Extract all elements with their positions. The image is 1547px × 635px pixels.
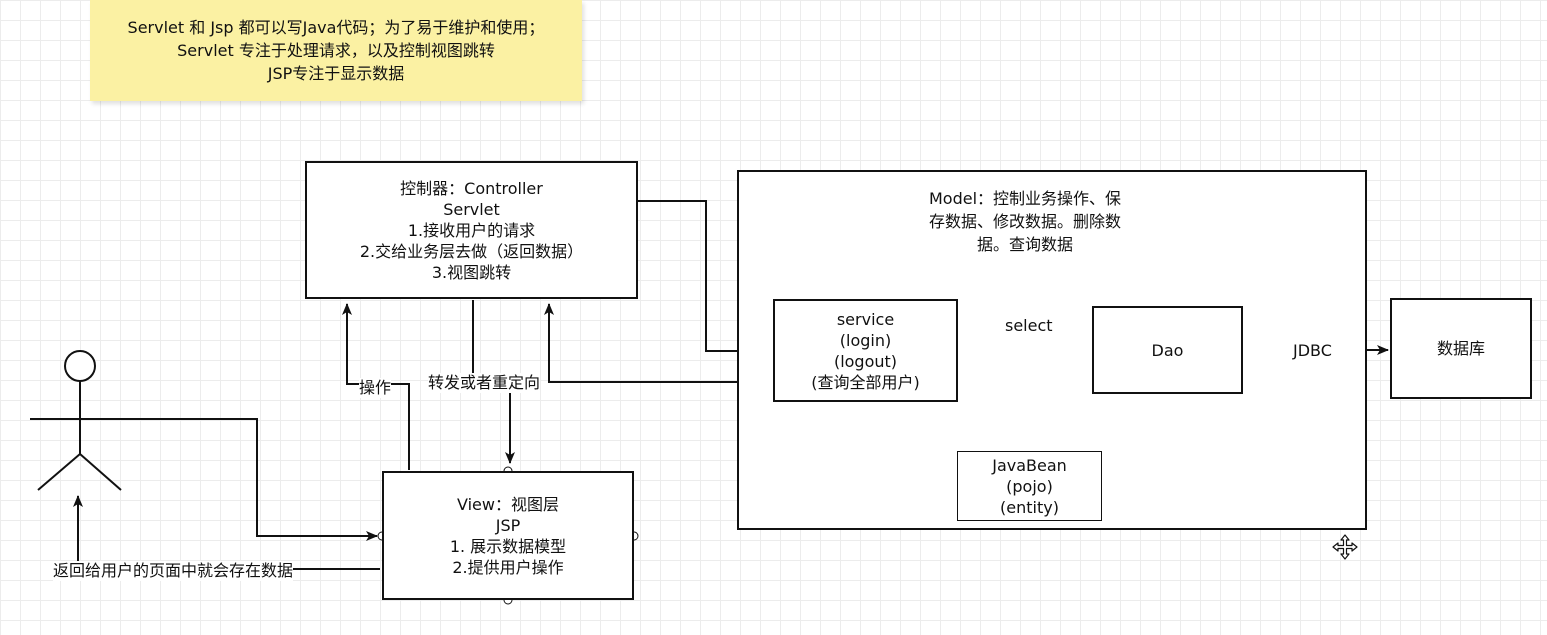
javabean-line: (entity)	[1000, 497, 1059, 517]
edge-label-return: 返回给用户的页面中就会存在数据	[53, 561, 294, 581]
service-line: (logout)	[833, 351, 898, 371]
note-line: Servlet 和 Jsp 都可以写Java代码；为了易于维护和使用；	[127, 18, 545, 37]
view-box[interactable]: View：视图层 JSP 1. 展示数据模型 2.提供用户操作	[382, 471, 634, 600]
service-line: (查询全部用户)	[811, 372, 920, 392]
edge-user-to-view	[128, 418, 378, 541]
javabean-line: (pojo)	[1006, 476, 1053, 496]
dao-label: Dao	[1151, 340, 1184, 360]
model-description: Model：控制业务操作、保 存数据、修改数据。删除数 据。查询数据	[900, 187, 1150, 256]
service-line: (login)	[839, 330, 892, 350]
database-box[interactable]: 数据库	[1390, 298, 1532, 399]
controller-box[interactable]: 控制器：Controller Servlet 1.接收用户的请求 2.交给业务层…	[305, 161, 638, 299]
view-line: 2.提供用户操作	[452, 557, 564, 577]
model-line: 存数据、修改数据。删除数	[928, 212, 1121, 231]
javabean-line: JavaBean	[992, 455, 1067, 475]
model-line: 据。查询数据	[976, 235, 1073, 254]
model-line: Model：控制业务操作、保	[928, 189, 1122, 208]
sticky-note: Servlet 和 Jsp 都可以写Java代码；为了易于维护和使用； Serv…	[90, 0, 582, 101]
note-line: JSP专注于显示数据	[267, 64, 405, 83]
controller-line: 控制器：Controller	[400, 178, 543, 198]
view-line: View：视图层	[457, 494, 559, 514]
edge-service-to-controller	[544, 303, 773, 383]
note-line: Servlet 专注于处理请求，以及控制视图跳转	[177, 41, 495, 60]
edge-label-operate: 操作	[359, 378, 392, 398]
service-box[interactable]: service (login) (logout) (查询全部用户)	[773, 299, 958, 402]
dao-box[interactable]: Dao	[1092, 306, 1243, 394]
service-line: service	[836, 309, 895, 329]
user-actor-icon	[30, 350, 128, 491]
javabean-box[interactable]: JavaBean (pojo) (entity)	[957, 451, 1102, 521]
view-line: 1. 展示数据模型	[449, 536, 567, 556]
controller-line: 3.视图跳转	[431, 262, 512, 282]
controller-line: 2.交给业务层去做（返回数据）	[359, 241, 584, 261]
controller-line: 1.接收用户的请求	[407, 220, 536, 240]
view-line: JSP	[495, 515, 521, 535]
edge-label-jdbc: JDBC	[1293, 341, 1332, 361]
controller-line: Servlet	[443, 199, 500, 219]
edge-view-to-user	[73, 495, 380, 570]
database-label: 数据库	[1436, 339, 1485, 358]
move-cursor-icon	[1332, 534, 1358, 560]
edge-label-select: select	[1005, 316, 1053, 336]
edge-label-forward: 转发或者重定向	[428, 373, 541, 393]
